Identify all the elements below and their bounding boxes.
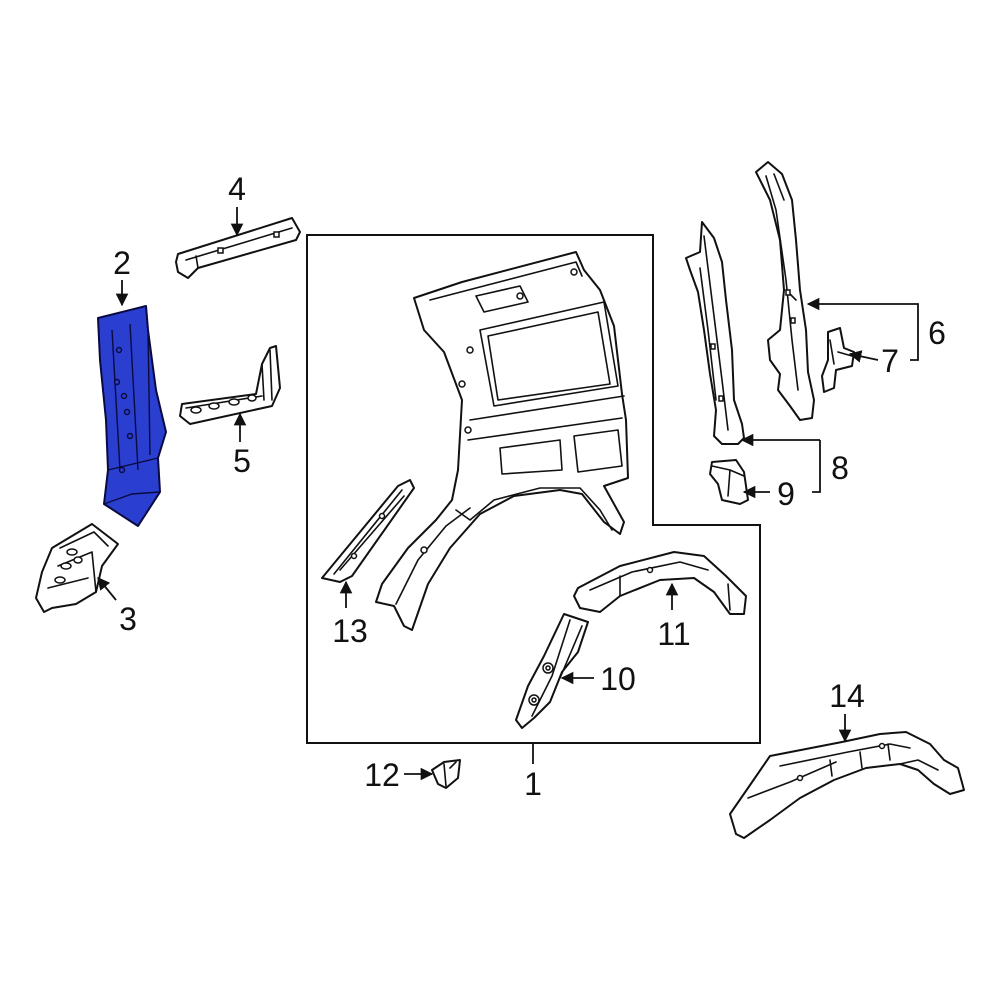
callout-7: 7 xyxy=(881,343,899,379)
leader-3 xyxy=(97,577,117,601)
part-2-pillar-highlighted[interactable] xyxy=(97,305,167,527)
callout-1: 1 xyxy=(524,766,542,802)
callout-8: 8 xyxy=(831,450,849,486)
part-10-support-brace[interactable] xyxy=(515,613,589,729)
assembly-1-frame xyxy=(306,234,761,744)
part-13-trim-strip[interactable] xyxy=(321,479,415,583)
part-11-wheelhouse-arch[interactable] xyxy=(573,551,747,615)
callout-3: 3 xyxy=(119,601,137,637)
callout-9: 9 xyxy=(777,476,795,512)
callout-2: 2 xyxy=(113,245,131,281)
leader-7 xyxy=(848,350,879,363)
callout-11: 11 xyxy=(657,616,690,652)
callout-12: 12 xyxy=(364,757,400,793)
part-4-upper-bracket[interactable] xyxy=(175,217,301,279)
part-9-pillar-end[interactable] xyxy=(709,459,749,505)
callout-10: 10 xyxy=(600,661,636,697)
callout-6: 6 xyxy=(928,315,946,351)
part-1-inner-quarter-panel[interactable] xyxy=(375,251,629,631)
part-3-pillar-base[interactable] xyxy=(35,523,119,613)
part-8-inner-pillar[interactable] xyxy=(685,221,745,445)
part-7-small-bracket[interactable] xyxy=(821,327,855,393)
callout-13: 13 xyxy=(332,613,368,649)
leader-8 xyxy=(742,440,821,493)
part-6-outer-pillar[interactable] xyxy=(755,161,815,421)
leader-6 xyxy=(808,304,919,361)
part-14-outer-wheelhouse[interactable] xyxy=(729,731,965,839)
part-5-lower-bracket[interactable] xyxy=(179,345,281,425)
callout-14: 14 xyxy=(829,678,865,714)
part-12-clip[interactable] xyxy=(431,759,461,789)
callout-4: 4 xyxy=(228,171,246,207)
callout-5: 5 xyxy=(233,443,251,479)
